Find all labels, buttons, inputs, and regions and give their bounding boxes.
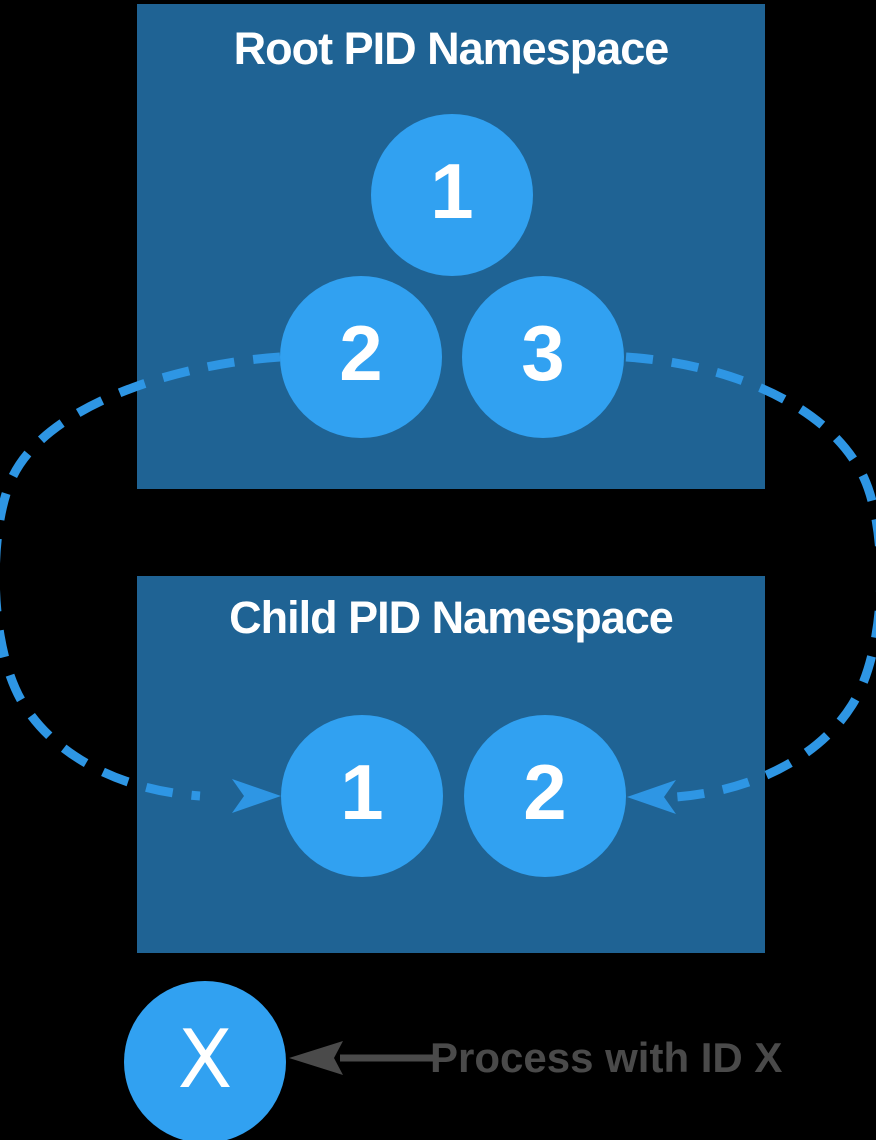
legend-process-label: X	[177, 1013, 233, 1106]
arrowhead-right-icon	[627, 780, 676, 814]
legend-caption: Process with ID X	[430, 1034, 783, 1081]
arrowhead-left-icon	[232, 779, 281, 813]
root-namespace-box: Root PID Namespace	[137, 4, 765, 489]
child-process-id-1: 1	[340, 748, 384, 836]
dashed-arc-left	[0, 352, 281, 801]
child-process-circle-1: 1	[281, 715, 443, 877]
legend-arrow-icon	[289, 1041, 343, 1075]
root-namespace-title: Root PID Namespace	[233, 23, 670, 74]
root-process-id-1: 1	[430, 147, 474, 235]
legend-process-circle: X	[124, 981, 286, 1140]
root-process-id-2: 2	[339, 309, 383, 397]
root-process-circle-3: 3	[462, 276, 624, 438]
child-namespace-box: Child PID Namespace	[137, 576, 765, 953]
root-process-circle-1: 1	[371, 114, 533, 276]
dashed-arc-right	[625, 352, 876, 802]
root-process-id-3: 3	[521, 309, 565, 397]
child-process-id-2: 2	[523, 748, 567, 836]
child-namespace-title: Child PID Namespace	[229, 592, 674, 643]
root-process-circle-2: 2	[280, 276, 442, 438]
child-process-circle-2: 2	[464, 715, 626, 877]
